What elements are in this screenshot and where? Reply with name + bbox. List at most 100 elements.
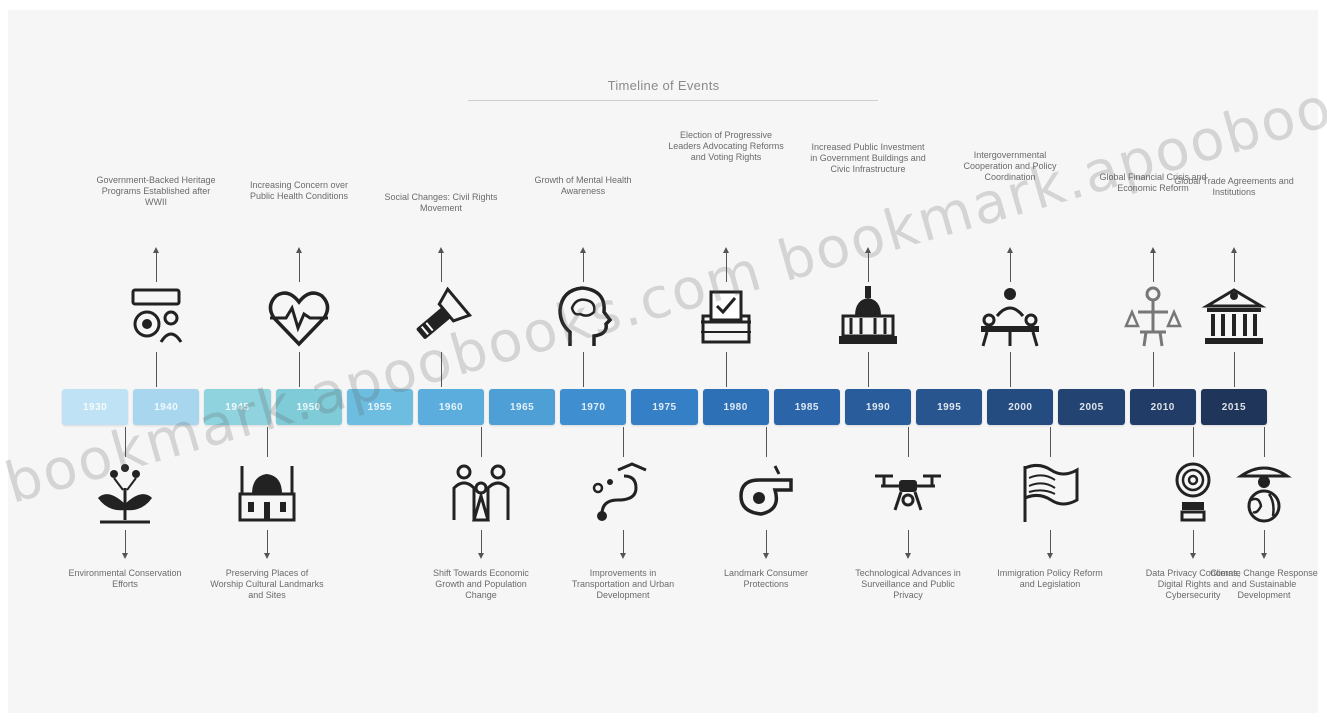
connector-arrow	[441, 352, 442, 387]
segment-year-label: 2000	[1008, 401, 1033, 413]
connector-arrow	[1047, 530, 1053, 559]
segment-year-label: 1930	[82, 401, 108, 413]
connector-arrow	[766, 427, 767, 457]
title-underline	[468, 100, 878, 101]
timeline-segment: 1965	[489, 389, 556, 425]
timeline-segment: 1930	[62, 389, 129, 425]
timeline-segment: 1940	[133, 389, 200, 425]
heartbeat-icon	[264, 282, 334, 352]
timeline-segment: 1990	[844, 389, 912, 425]
segment-year-label: 1980	[723, 401, 748, 413]
flag-icon	[1015, 458, 1085, 528]
timeline-segment: 2010	[1129, 389, 1196, 425]
ballot-box-icon	[691, 282, 761, 352]
justice-figure-icon	[1118, 282, 1188, 352]
event-label: Growth of Mental Health Awareness	[534, 175, 632, 196]
globe-person-icon	[1229, 458, 1299, 528]
timeline-segment: 2000	[987, 389, 1054, 425]
capitol-icon	[833, 282, 903, 352]
segment-year-label: 2005	[1079, 401, 1104, 413]
connector-arrow	[1153, 352, 1154, 387]
segment-year-label: 1945	[225, 401, 250, 413]
event-label: Improvements in Transportation and Urban…	[571, 568, 675, 600]
gear-people-icon	[121, 282, 191, 352]
segment-year-label: 1985	[794, 401, 819, 413]
timeline-segment: 2005	[1058, 389, 1125, 425]
event-label: Global Financial Crisis and Economic Ref…	[1099, 172, 1207, 193]
head-brain-icon	[548, 282, 618, 352]
connector-arrow	[623, 427, 624, 457]
timeline-segment: 1980	[702, 389, 769, 425]
diagram-title: Timeline of Events	[607, 78, 720, 93]
connector-arrow	[908, 427, 909, 457]
connector-arrow	[1007, 247, 1013, 282]
segment-year-label: 1965	[510, 401, 535, 413]
connector-arrow	[1234, 352, 1235, 387]
event-label: Election of Progressive Leaders Advocati…	[668, 130, 784, 162]
connector-arrow	[1150, 247, 1156, 282]
segment-year-label: 1990	[865, 401, 891, 413]
timeline-segment: 1960	[417, 389, 485, 425]
delegates-icon	[975, 282, 1045, 352]
segment-year-label: 1955	[367, 401, 392, 413]
connector-arrow	[264, 530, 270, 559]
connector-arrow	[580, 247, 586, 282]
connector-arrow	[1261, 530, 1267, 559]
flashlight-icon	[406, 282, 476, 352]
timeline-segment: 1945	[204, 389, 271, 425]
connector-arrow	[1190, 530, 1196, 559]
connector-arrow	[1193, 427, 1194, 457]
segment-year-label: 1975	[652, 401, 677, 413]
connector-arrow	[153, 247, 159, 282]
timeline-segment: 1985	[773, 389, 840, 425]
segment-year-label: 1970	[581, 401, 606, 413]
segment-year-label: 1950	[296, 401, 321, 413]
connector-arrow	[583, 352, 584, 387]
connector-arrow	[723, 247, 729, 282]
segment-year-label: 1995	[937, 401, 962, 413]
event-label: Immigration Policy Reform and Legislatio…	[997, 568, 1103, 589]
connector-arrow	[620, 530, 626, 559]
connector-arrow	[267, 427, 268, 457]
connector-arrow	[125, 427, 126, 457]
family-icon	[446, 458, 516, 528]
timeline-segment: 2015	[1200, 389, 1267, 425]
event-label: Preserving Places of Worship Cultural La…	[210, 568, 324, 600]
connector-arrow	[1231, 247, 1237, 282]
event-label: Social Changes: Civil Rights Movement	[384, 192, 498, 213]
whistle-icon	[731, 458, 801, 528]
connector-arrow	[478, 530, 484, 559]
connector-arrow	[865, 247, 871, 282]
event-label: Increased Public Investment in Governmen…	[810, 142, 926, 174]
event-label: Shift Towards Economic Growth and Popula…	[433, 568, 529, 600]
connector-arrow	[122, 530, 128, 559]
event-label: Climate Change Response and Sustainable …	[1210, 568, 1318, 600]
fingerprint-icon	[1158, 458, 1228, 528]
timeline-segment: 1995	[916, 389, 983, 425]
segment-year-label: 1940	[154, 401, 179, 413]
diagram-background	[8, 10, 1318, 713]
timeline-segment: 1975	[631, 389, 698, 425]
connector-arrow	[905, 530, 911, 559]
connector-arrow	[299, 352, 300, 387]
route-icon	[588, 458, 658, 528]
event-label: Government-Backed Heritage Programs Esta…	[96, 175, 216, 207]
event-label: Increasing Concern over Public Health Co…	[249, 180, 349, 201]
segment-year-label: 2010	[1150, 401, 1175, 413]
connector-arrow	[726, 352, 727, 387]
connector-arrow	[763, 530, 769, 559]
connector-arrow	[1050, 427, 1051, 457]
timeline-segment: 1950	[275, 389, 342, 425]
event-label: Data Privacy Concerns, Digital Rights an…	[1145, 568, 1241, 600]
connector-arrow	[868, 352, 869, 387]
courthouse-icon	[1199, 282, 1269, 352]
connector-arrow	[1010, 352, 1011, 387]
drone-icon	[873, 458, 943, 528]
timeline-segment: 1970	[560, 389, 627, 425]
connector-arrow	[156, 352, 157, 387]
plant-icon	[90, 458, 160, 528]
segment-year-label: 1960	[438, 401, 464, 413]
event-label: Intergovernmental Cooperation and Policy…	[963, 150, 1057, 182]
event-label: Environmental Conservation Efforts	[68, 568, 182, 589]
